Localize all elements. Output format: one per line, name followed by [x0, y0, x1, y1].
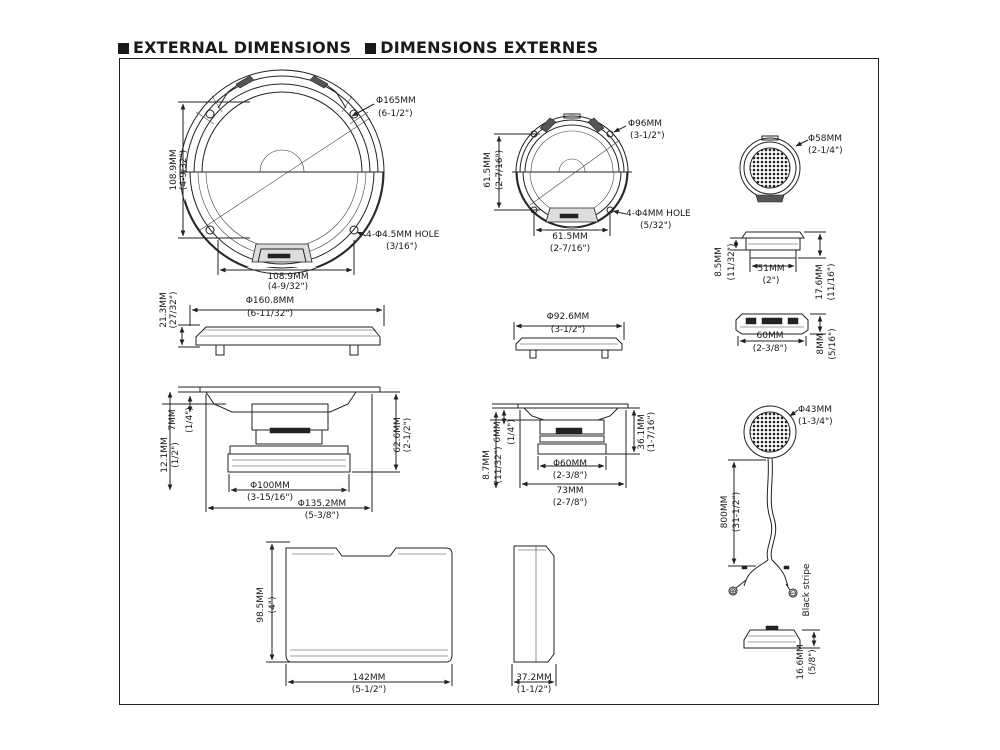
- woofer-front-dims: 108.9MM (4-9/32") 108.9MM (4-9/32") Φ165…: [169, 96, 440, 292]
- midrange-flange-label: 6MM: [493, 421, 503, 442]
- midrange-diameter-label: Φ96MM: [628, 119, 662, 129]
- tweeter-surface-view: Φ43MM (1-3/4") ⊕ ⊖ Black stripe 800MM (3…: [720, 405, 833, 616]
- woofer-flange-inch: (1/4"): [185, 407, 195, 433]
- woofer-height-label: 108.9MM: [169, 149, 179, 190]
- midrange-total-inch: (11/32"): [494, 446, 504, 483]
- midrange-front-view: [512, 113, 632, 229]
- midrange-hole-inch: (5/32"): [640, 221, 671, 231]
- tweeter-ring-width: 60MM: [757, 331, 784, 341]
- tweeter-flush-width-inch: (2"): [763, 276, 780, 286]
- woofer-flange-label: 7MM: [168, 409, 178, 430]
- crossover-front-view: 98.5MM (4") 142MM (5-1/2"): [256, 541, 453, 695]
- woofer-top-view: 21.3MM (27/32") Φ160.8MM (6-11/32"): [159, 291, 385, 356]
- woofer-front-view: [179, 69, 385, 275]
- midrange-hole-label: 4-Φ4MM HOLE: [626, 209, 691, 219]
- midrange-width-label: 61.5MM: [552, 232, 588, 242]
- woofer-top-height-inch: (27/32"): [169, 291, 179, 328]
- tweeter-flush-diameter: Φ58MM: [808, 134, 842, 144]
- square-bullet-icon: [365, 42, 377, 54]
- woofer-top-height: 21.3MM: [159, 292, 169, 328]
- woofer-width-label: 108.9MM: [267, 272, 308, 282]
- black-stripe-label: Black stripe: [802, 563, 812, 616]
- tweeter-flush-flange-inch: (11/32"): [727, 243, 737, 280]
- crossover-width-inch: (5-1/2"): [352, 685, 387, 695]
- woofer-magnet-inch: (3-15/16"): [247, 493, 293, 503]
- tweeter-surface-diameter-inch: (1-3/4"): [798, 417, 833, 427]
- woofer-top-diameter: Φ160.8MM: [246, 296, 294, 306]
- midrange-front-dims: 61.5MM (2-7/16") 61.5MM (2-7/16") Φ96MM …: [483, 119, 691, 254]
- tweeter-flush-diameter-inch: (2-1/4"): [808, 146, 843, 156]
- woofer-top-diameter-inch: (6-11/32"): [247, 309, 293, 319]
- woofer-hole-inch: (3/16"): [386, 242, 417, 252]
- tweeter-surface-height-inch: (5/8"): [808, 649, 818, 675]
- midrange-width-side: 73MM: [557, 486, 584, 496]
- section-header: EXTERNAL DIMENSIONS DIMENSIONS EXTERNES: [118, 36, 598, 58]
- crossover-depth-inch: (1-1/2"): [517, 685, 552, 695]
- woofer-total-label: 12.1MM: [160, 437, 170, 473]
- woofer-hole-label: 4-Φ4.5MM HOLE: [366, 230, 440, 240]
- cable-length-inch: (31-1/2"): [732, 492, 742, 532]
- midrange-top-view: Φ92.6MM (3-1/2"): [513, 312, 625, 359]
- crossover-height-inch: (4"): [268, 597, 278, 614]
- woofer-depth-label: 62.6MM: [393, 417, 403, 453]
- tweeter-ring-height: 8MM: [816, 333, 826, 354]
- crossover-side-view: 37.2MM (1-1/2"): [511, 545, 557, 695]
- tweeter-ring-height-inch: (5/16"): [828, 328, 838, 359]
- woofer-magnet-label: Φ100MM: [250, 481, 290, 491]
- cable-length-label: 800MM: [720, 496, 730, 529]
- midrange-magnet-label: Φ60MM: [553, 459, 587, 469]
- square-bullet-icon: [118, 42, 129, 54]
- crossover-width-label: 142MM: [353, 673, 386, 683]
- woofer-diameter-inch: (6-1/2"): [378, 109, 413, 119]
- woofer-diameter-label: Φ165MM: [376, 96, 416, 106]
- woofer-width-inch: (4-9/32"): [268, 282, 308, 292]
- tweeter-ring-view: 60MM (2-3/8") 8MM (5/16"): [735, 313, 838, 360]
- minus-terminal-icon: ⊖: [789, 589, 797, 599]
- midrange-diameter-inch: (3-1/2"): [630, 131, 665, 141]
- midrange-magnet-inch: (2-3/8"): [553, 471, 588, 481]
- midrange-height-inch: (2-7/16"): [495, 150, 505, 190]
- midrange-side-view: [517, 403, 629, 455]
- midrange-depth-inch: (1-7/16"): [647, 412, 657, 452]
- midrange-depth-label: 36.1MM: [637, 414, 647, 450]
- crossover-depth-label: 37.2MM: [516, 673, 552, 683]
- woofer-width-side: Φ135.2MM: [298, 499, 346, 509]
- tweeter-flush-width: 51MM: [758, 264, 785, 274]
- drawing-frame: [119, 58, 879, 705]
- woofer-height-inch: (4-9/32"): [179, 150, 189, 190]
- woofer-width-side-inch: (5-3/8"): [305, 511, 340, 521]
- tweeter-surface-diameter: Φ43MM: [798, 405, 832, 415]
- tweeter-flush-flange: 8.5MM: [714, 247, 724, 277]
- crossover-height-label: 98.5MM: [256, 587, 266, 623]
- woofer-depth-inch: (2-1/2"): [403, 418, 413, 453]
- title-dimensions-externes: DIMENSIONS EXTERNES: [365, 38, 598, 57]
- tweeter-flush-height-inch: (11/16"): [827, 263, 837, 300]
- tweeter-flush-front: Φ58MM (2-1/4"): [739, 134, 843, 203]
- tweeter-flush-side: 8.5MM (11/32") 51MM (2") 17.6MM (11/16"): [714, 231, 837, 301]
- tweeter-flush-height: 17.6MM: [815, 264, 825, 300]
- midrange-total-label: 8.7MM: [482, 450, 492, 480]
- woofer-total-inch: (1/2"): [171, 442, 181, 468]
- midrange-width-inch: (2-7/16"): [550, 244, 590, 254]
- tweeter-ring-width-inch: (2-3/8"): [753, 344, 788, 354]
- tweeter-surface-height: 16.6MM: [796, 644, 806, 680]
- plus-terminal-icon: ⊕: [729, 587, 737, 597]
- midrange-flange-inch: (1/4"): [507, 419, 517, 445]
- woofer-side-dims: 7MM (1/4") 12.1MM (1/2") 62.6MM (2-1/2")…: [160, 386, 413, 521]
- title-external-dimensions: EXTERNAL DIMENSIONS: [118, 38, 351, 57]
- woofer-side-view: [199, 386, 381, 473]
- midrange-top-diameter: Φ92.6MM: [547, 312, 590, 322]
- midrange-side-dims: 6MM (1/4") 8.7MM (11/32") 36.1MM (1-7/16…: [482, 403, 657, 508]
- midrange-top-diameter-inch: (3-1/2"): [551, 325, 586, 335]
- midrange-height-label: 61.5MM: [483, 152, 493, 188]
- tweeter-surface-side: 16.6MM (5/8"): [743, 625, 820, 680]
- midrange-width-side-inch: (2-7/8"): [553, 498, 588, 508]
